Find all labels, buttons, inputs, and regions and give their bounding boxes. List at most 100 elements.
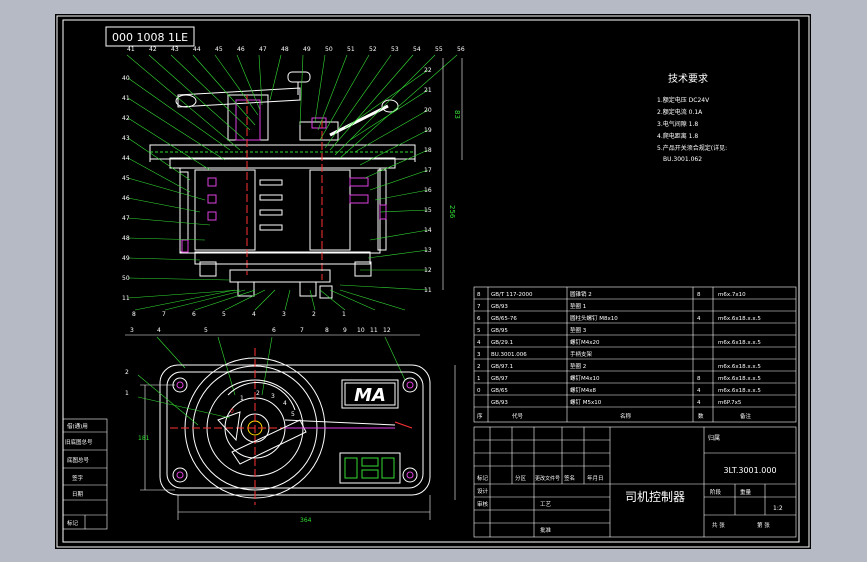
bom-r9-c4: m6P.7x5 — [718, 400, 742, 406]
callout-top-6: 47 — [259, 46, 267, 53]
callout-bottom-0: 8 — [132, 311, 136, 318]
callout-bottom-2: 6 — [192, 311, 196, 318]
ma-logo: MA — [344, 382, 396, 406]
bom-header-1: 代号 — [512, 412, 524, 420]
callout-right-7: 15 — [424, 207, 432, 214]
bom-r7-c4: m6x.6x18.x.x.5 — [718, 376, 761, 382]
side-stamp-0: 借(通)用 — [67, 422, 88, 430]
bom-r4-c4: m6x.6x18.x.x.5 — [718, 340, 761, 346]
plan-callout-2: 2 — [125, 369, 129, 376]
callout-right-2: 20 — [424, 107, 432, 114]
bom-r6-c2: 垫圈 2 — [570, 362, 586, 370]
bom-header-2: 名称 — [620, 412, 632, 420]
bom-text: 8 GB/T 117-2000 圆锥销 2 8 m6x.7x10 7 GB/93… — [477, 290, 761, 420]
title-col-label-0: 分区 — [515, 474, 527, 482]
callout-top-11: 52 — [369, 46, 377, 53]
callout-top-12: 53 — [391, 46, 399, 53]
plan-callouts: 1 2 3 4 5 6 7 8 9 10 11 12 0 1 2 3 4 5 3… — [125, 327, 391, 524]
title-row-label-0: 标记 — [477, 474, 489, 482]
bom-r7-c1: GB/97 — [491, 376, 508, 382]
callout-left-2: 42 — [122, 115, 130, 122]
svg-text:MA: MA — [354, 385, 386, 406]
bom-r8-c0: 0 — [477, 388, 481, 394]
callout-bottom-3: 5 — [222, 311, 226, 318]
callout-left-7: 47 — [122, 215, 130, 222]
callout-top-0: 41 — [127, 46, 135, 53]
svg-text:83: 83 — [453, 110, 461, 119]
title-col-label-1: 更改文件号 — [535, 475, 560, 482]
callout-left-11: 11 — [122, 295, 130, 302]
bom-r5-c0: 3 — [477, 352, 481, 358]
bom-r0-c1: GB/T 117-2000 — [491, 292, 533, 298]
plan-callout-1: 1 — [125, 390, 129, 397]
plan-callout-10: 10 — [357, 327, 365, 334]
plan-scale-4: 4 — [283, 400, 287, 407]
callout-bottom-4: 4 — [252, 311, 256, 318]
sheet-label: 共 张 — [712, 521, 725, 529]
side-stamp-4: 日期 — [72, 491, 84, 498]
callout-bottom-7: 1 — [342, 311, 346, 318]
bom-r9-c3: 4 — [697, 400, 701, 406]
company: 归属 — [708, 434, 720, 442]
callout-right-10: 12 — [424, 267, 432, 274]
callout-bottom-1: 7 — [162, 311, 166, 318]
callout-right-1: 21 — [424, 87, 432, 94]
plan-scale-2: 2 — [256, 390, 260, 397]
plan-scale-0: 0 — [230, 408, 234, 415]
bom-r2-c1: GB/65-76 — [491, 316, 517, 322]
tech-req-4: 4.爬电距离 1.8 — [657, 132, 698, 140]
bom-r2-c4: m6x.6x18.x.x.5 — [718, 316, 761, 322]
callout-right-3: 19 — [424, 127, 432, 134]
plan-scale-3: 3 — [271, 393, 275, 400]
bom-r4-c2: 螺钉M4x20 — [570, 338, 600, 346]
plan-callout-12: 12 — [383, 327, 391, 334]
bom-r4-c1: GB/29.1 — [491, 340, 513, 346]
drawing-background — [55, 14, 811, 549]
tech-requirements: 技术要求 1.额定电压 DC24V 2.额定电流 0.1A 3.电气间隙 1.8… — [657, 72, 727, 163]
callout-top-1: 42 — [149, 46, 157, 53]
side-stamp-5: 标记 — [67, 519, 79, 527]
bom-r1-c1: GB/93 — [491, 304, 508, 310]
side-stamp-2: 底图总号 — [67, 456, 90, 464]
bom-r7-c0: 1 — [477, 376, 481, 382]
callout-left-10: 50 — [122, 275, 130, 282]
callout-right-5: 17 — [424, 167, 432, 174]
code-stamp: 000 1008 1LE — [105, 26, 195, 47]
bom-r6-c1: GB/97.1 — [491, 364, 513, 370]
svg-text:000 1008 1LE: 000 1008 1LE — [112, 31, 188, 44]
bom-r0-c2: 圆锥销 2 — [570, 290, 592, 298]
plan-callout-5: 5 — [204, 327, 208, 334]
bom-r6-c4: m6x.6x18.x.x.5 — [718, 364, 761, 370]
section-view — [149, 71, 416, 299]
svg-text:技术要求: 技术要求 — [668, 72, 708, 85]
title-col-label-2: 签名 — [564, 474, 575, 482]
bom-header-0: 序 — [477, 412, 483, 420]
plan-scale-5: 5 — [291, 411, 295, 418]
title-row-label-2: 审核 — [477, 500, 489, 508]
side-stamp-1: 旧底图总号 — [65, 438, 93, 446]
callout-top-7: 48 — [281, 46, 289, 53]
bom-r0-c0: 8 — [477, 292, 481, 298]
tech-req-2: 2.额定电流 0.1A — [657, 108, 703, 116]
plan-scale-1: 1 — [240, 395, 244, 402]
title-row-label-4: 批准 — [540, 526, 552, 534]
bom-r5-c1: BU.3001.006 — [491, 352, 527, 358]
callout-top-10: 51 — [347, 46, 355, 53]
svg-text:256: 256 — [448, 205, 456, 219]
plan-callout-8: 8 — [325, 327, 329, 334]
title-block — [473, 426, 797, 538]
callout-bottom-5: 3 — [282, 311, 286, 318]
callouts: 41 42 43 44 45 46 47 48 49 50 51 52 53 5… — [122, 46, 465, 318]
callout-top-13: 54 — [413, 46, 421, 53]
plan-callout-11: 11 — [370, 327, 378, 334]
callout-top-2: 43 — [171, 46, 179, 53]
callout-top-15: 56 — [457, 46, 465, 53]
tech-req-6: BU.3001.062 — [663, 156, 702, 163]
callout-top-5: 46 — [237, 46, 245, 53]
callout-right-6: 16 — [424, 187, 432, 194]
weight-label: 重量 — [740, 488, 752, 496]
callout-left-1: 41 — [122, 95, 130, 102]
callout-right-8: 14 — [424, 227, 432, 234]
leader-lines-top — [126, 54, 458, 159]
bom-r0-c3: 8 — [697, 292, 701, 298]
